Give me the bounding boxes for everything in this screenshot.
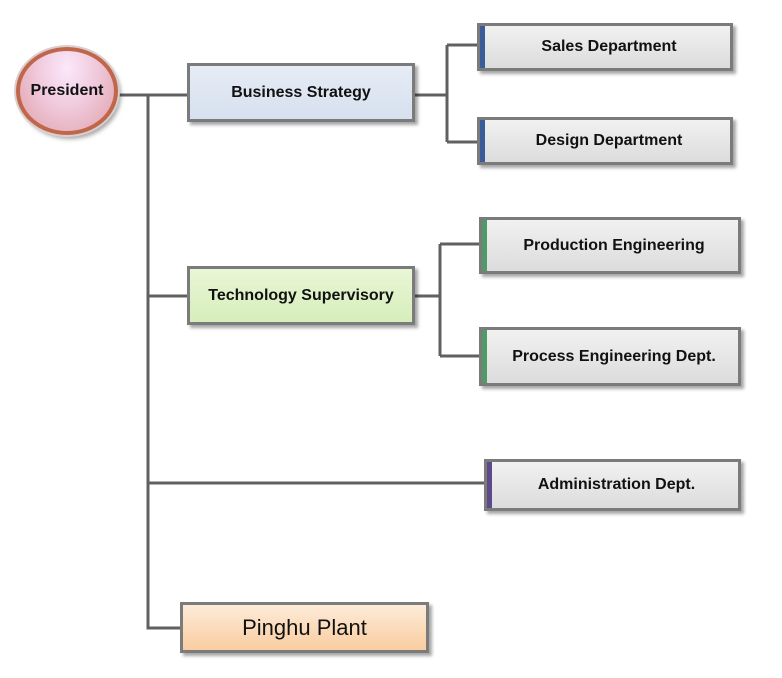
- sales-department-label: Sales Department: [541, 38, 677, 55]
- design-department-box[interactable]: Design Department: [477, 117, 733, 165]
- process-engineering-box[interactable]: Process Engineering Dept.: [479, 327, 741, 386]
- sales-department-box[interactable]: Sales Department: [477, 23, 733, 71]
- production-engineering-label: Production Engineering: [523, 236, 705, 254]
- pinghu-plant-label: Pinghu Plant: [242, 614, 367, 640]
- administration-label: Administration Dept.: [537, 476, 696, 493]
- design-department-accent: [480, 120, 485, 162]
- president-node[interactable]: President: [16, 47, 118, 135]
- design-department-label: Design Department: [535, 132, 683, 149]
- production-engineering-box[interactable]: Production Engineering: [479, 217, 741, 274]
- president-label: President: [30, 82, 104, 99]
- administration-box[interactable]: Administration Dept.: [484, 459, 741, 511]
- business-strategy-label: Business Strategy: [231, 83, 371, 101]
- sales-department-accent: [480, 26, 485, 68]
- pinghu-plant-box[interactable]: Pinghu Plant: [180, 602, 429, 653]
- process-engineering-label: Process Engineering Dept.: [512, 347, 716, 365]
- connector-trunk: [146, 95, 180, 630]
- business-strategy-box[interactable]: Business Strategy: [187, 63, 415, 122]
- technology-supervisory-box[interactable]: Technology Supervisory: [187, 266, 415, 325]
- process-engineering-accent: [482, 330, 487, 383]
- production-engineering-accent: [482, 220, 487, 271]
- administration-accent: [487, 462, 492, 508]
- technology-supervisory-label: Technology Supervisory: [208, 286, 394, 304]
